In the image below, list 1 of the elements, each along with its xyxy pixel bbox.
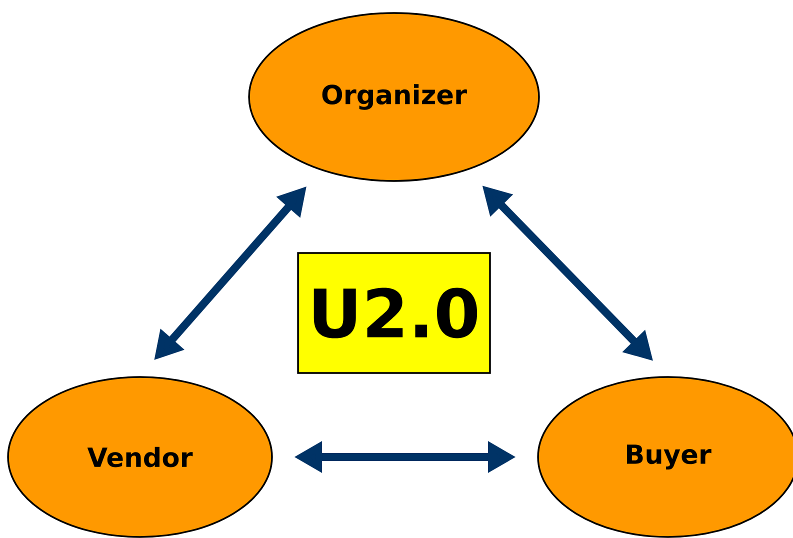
title-box: U2.0 bbox=[297, 252, 491, 374]
